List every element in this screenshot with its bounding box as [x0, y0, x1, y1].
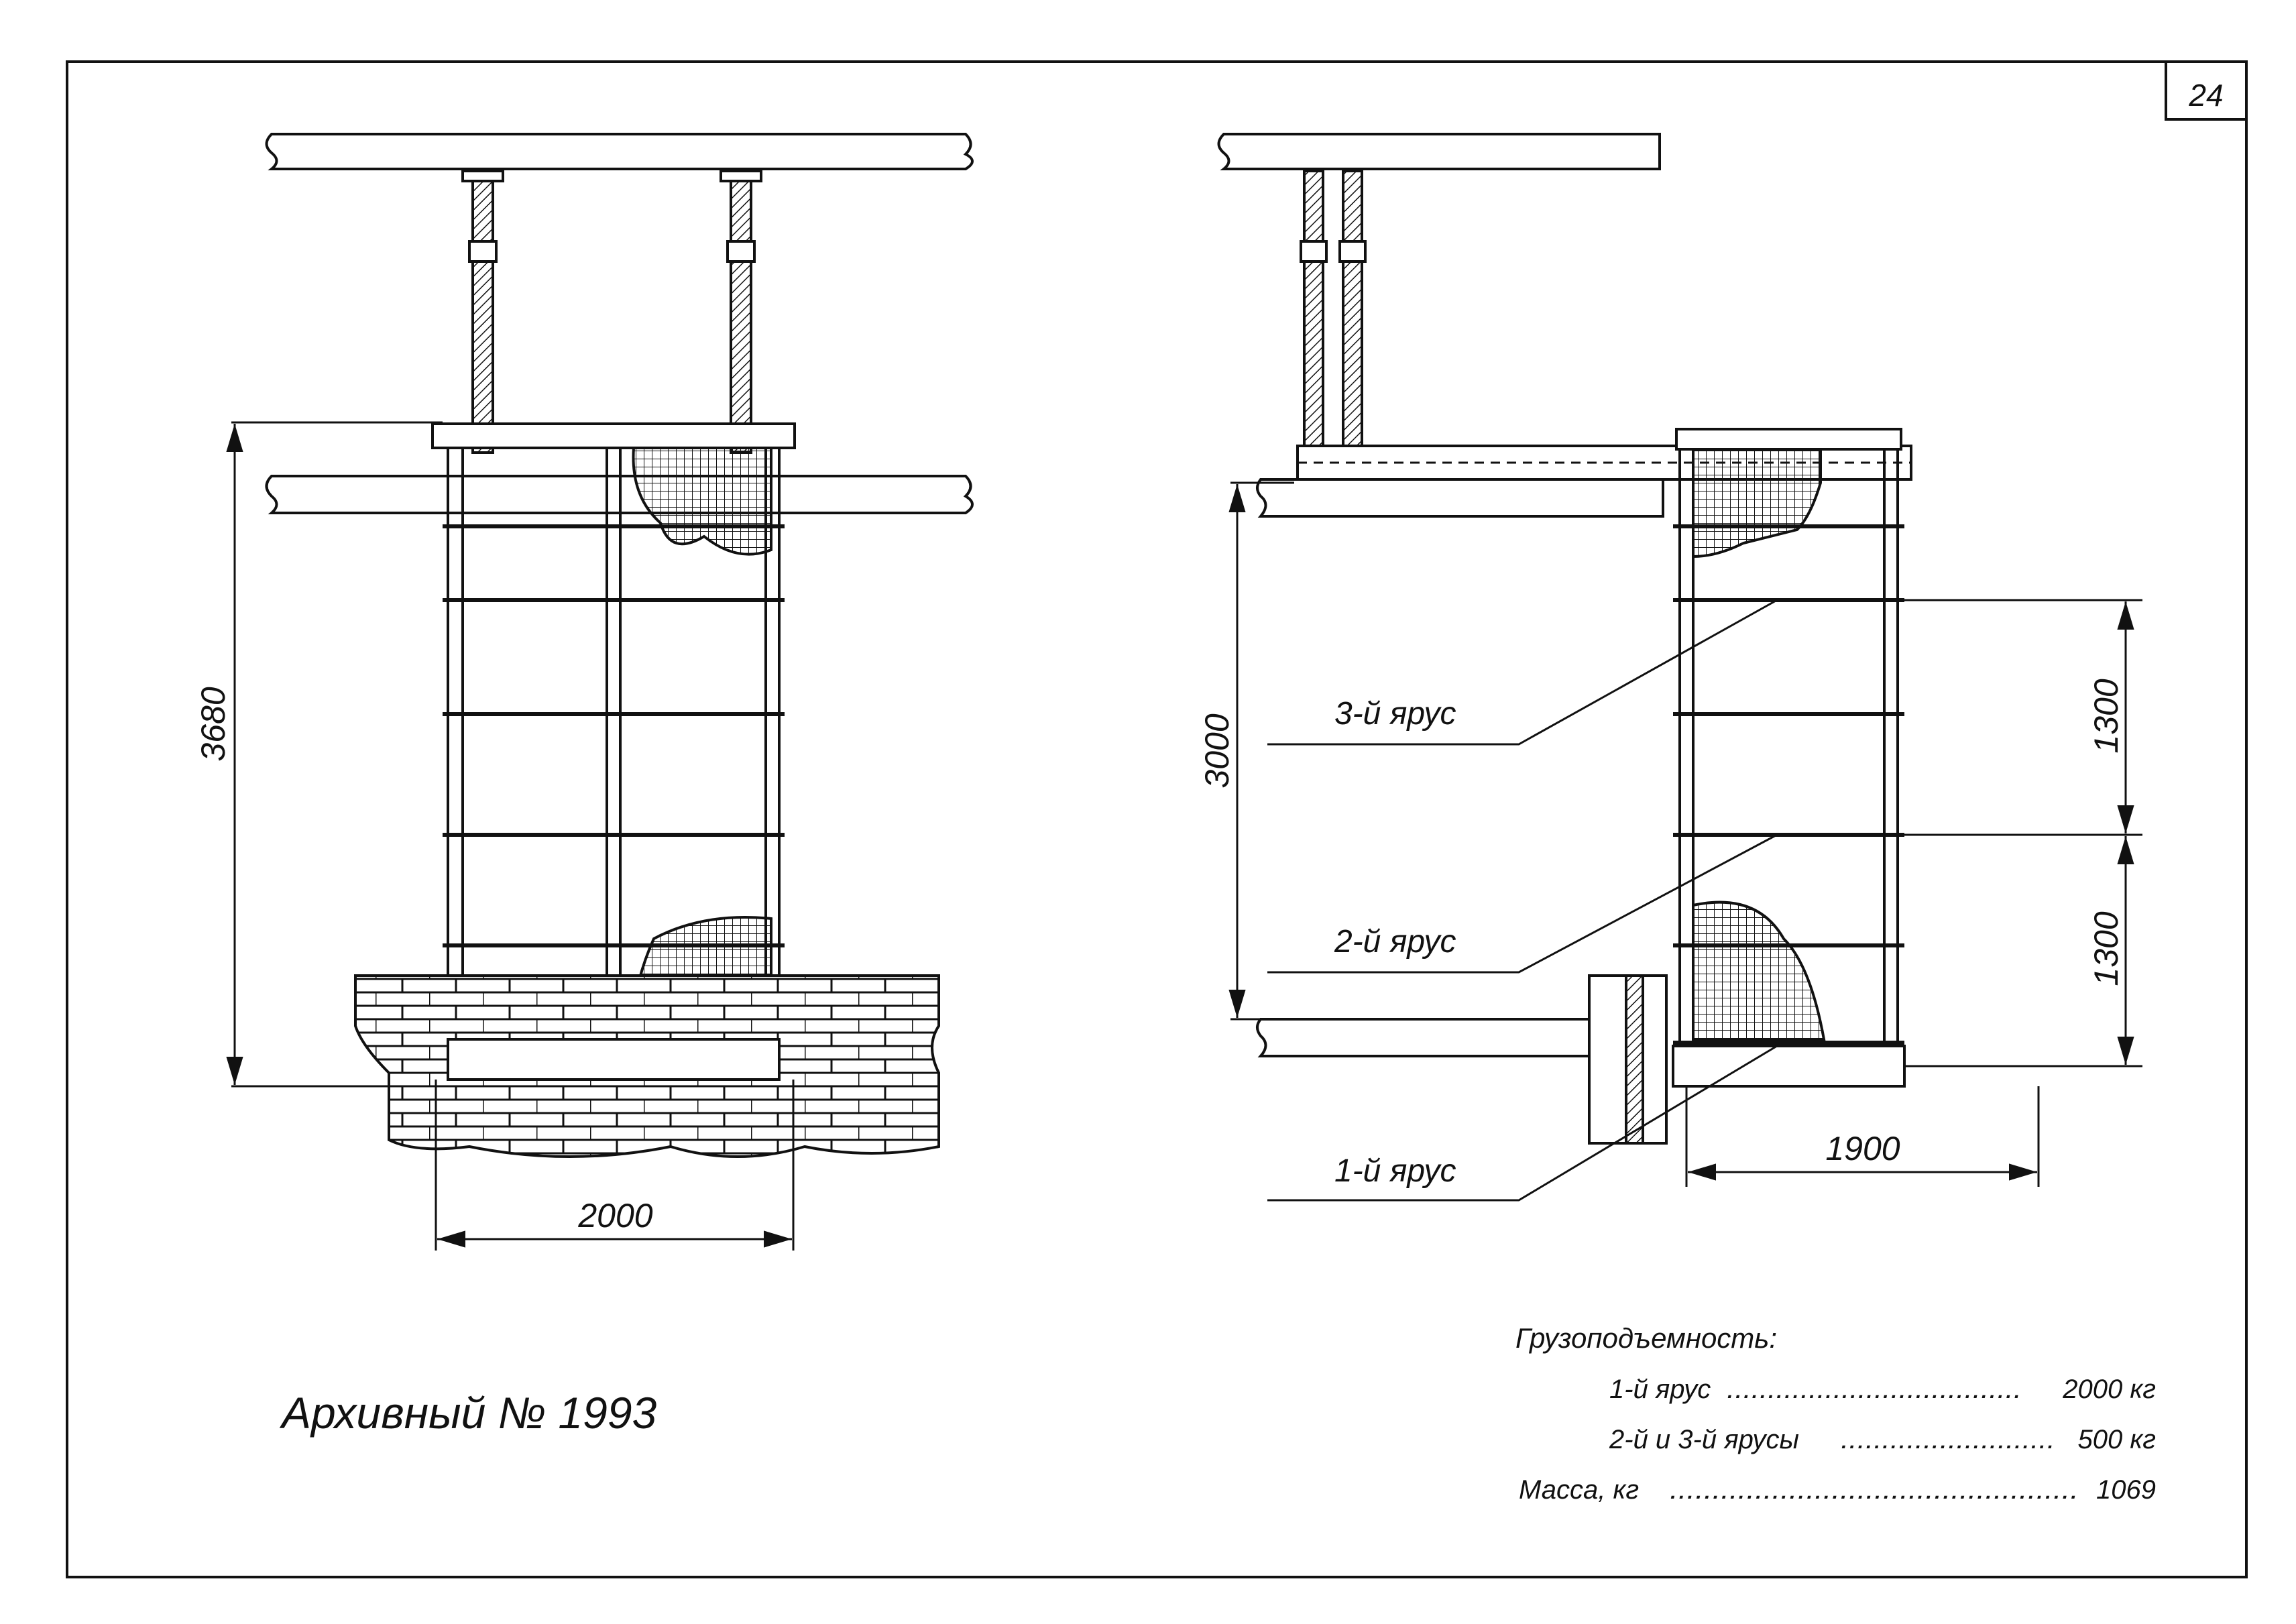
page-number-box: 24 — [2165, 60, 2248, 121]
archive-label: Архивный № 1993 — [279, 1388, 657, 1438]
right-view — [1217, 133, 2142, 1202]
left-height-dim: 3680 — [194, 687, 232, 761]
mesh-patch-top — [632, 447, 772, 556]
right-width-dim: 1900 — [1825, 1130, 1900, 1167]
spec-value-1: 2000 кг — [2062, 1375, 2156, 1404]
floor-slab-right — [1256, 478, 1664, 518]
specs-heading: Грузоподъемность: — [1515, 1322, 1777, 1354]
spec-label-3: Масса, кг — [1519, 1475, 1639, 1505]
left-view — [226, 133, 974, 1251]
leader-tier-1 — [1267, 1045, 1778, 1202]
leader-tier-2 — [1267, 833, 1778, 974]
tier-label-3: 3-й ярус — [1334, 696, 1456, 732]
hanger-rods-right — [1300, 170, 1367, 447]
hanger-rods — [461, 170, 762, 454]
mesh-patch-right-bottom — [1692, 901, 1826, 1041]
mesh-patch-right-top — [1692, 448, 1822, 559]
floor-slab-lower — [1256, 1018, 1597, 1057]
left-width-dim: 2000 — [577, 1197, 652, 1234]
right-height-dim: 3000 — [1198, 713, 1236, 788]
ceiling-beam-right — [1217, 133, 1661, 170]
tier-label-2: 2-й ярус — [1334, 924, 1456, 960]
leader-tier-3 — [1267, 599, 1778, 746]
ceiling-beam — [265, 133, 974, 170]
tier-dim-lower: 1300 — [2087, 911, 2125, 986]
spec-value-3: 1069 — [2096, 1475, 2156, 1505]
spec-leader-1: .................................... — [1727, 1375, 2022, 1404]
top-plate — [431, 422, 796, 449]
tier-label-1: 1-й ярус — [1334, 1153, 1456, 1189]
spec-leader-3: ........................................… — [1670, 1475, 2079, 1505]
sheet-frame — [66, 60, 2248, 1578]
specs-block: Грузоподъемность: 1-й ярус .............… — [1515, 1322, 2156, 1505]
page-number: 24 — [2188, 78, 2223, 113]
tier-dim-upper: 1300 — [2087, 679, 2125, 753]
spec-leader-2: .......................... — [1841, 1425, 2055, 1454]
spec-label-1: 1-й ярус — [1609, 1375, 1711, 1404]
spec-label-2: 2-й и 3-й ярусы — [1609, 1425, 1799, 1454]
spec-value-2: 500 кг — [2078, 1425, 2156, 1454]
